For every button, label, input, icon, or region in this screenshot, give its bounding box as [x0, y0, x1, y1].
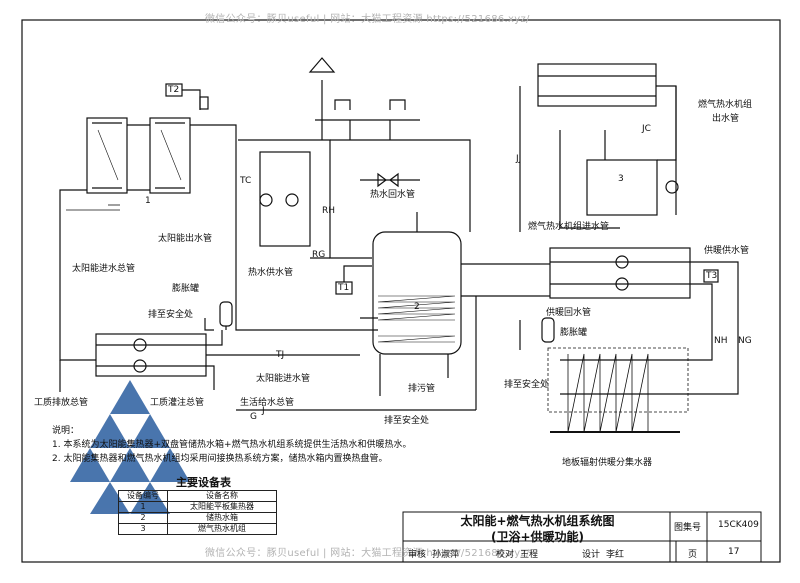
- label-expansion-right: 膨胀罐: [560, 328, 588, 338]
- table-cell: 2: [118, 512, 168, 524]
- label-tj: TJ: [276, 350, 285, 360]
- label-heating-supply: 供暖供水管: [704, 246, 750, 256]
- equipment-table: 设备编号 设备名称 1 太阳能平板集热器 2 储热水箱 3 燃气热水机组: [118, 490, 277, 535]
- label-rh: RH: [322, 206, 336, 216]
- table-cell: 储热水箱: [167, 512, 277, 524]
- label-tank-number: 2: [414, 302, 420, 312]
- label-rg: RG: [312, 250, 326, 260]
- label-jj: JJ: [516, 154, 522, 164]
- table-row: 1 太阳能平板集热器: [118, 501, 277, 513]
- label-t2: T2: [168, 85, 180, 95]
- label-life-water-main: 生活给水总管: [240, 398, 295, 408]
- title-block-title: 太阳能+燃气热水机组系统图 (卫浴+供暖功能): [410, 513, 665, 545]
- hot-water-pump-group: [259, 151, 311, 247]
- table-row: 2 储热水箱: [118, 512, 277, 524]
- label-safety-left: 排至安全处: [148, 310, 194, 320]
- label-fill-main: 工质灌注总管: [150, 398, 205, 408]
- label-t3: T3: [706, 271, 718, 281]
- label-j: J: [262, 406, 265, 416]
- label-heating-return: 供暖回水管: [546, 308, 592, 318]
- solar-collector-a: [86, 117, 128, 194]
- label-tc: TC: [240, 176, 252, 186]
- label-solar-out: 太阳能出水管: [158, 234, 213, 244]
- label-drain-pipe: 排污管: [408, 384, 436, 394]
- label-boiler-inlet: 燃气热水机组进水管: [528, 222, 610, 232]
- label-collector-number: 1: [145, 196, 151, 206]
- label-hot-return: 热水回水管: [370, 190, 416, 200]
- check-name: 王程: [520, 550, 539, 560]
- heating-pump-station: [549, 247, 691, 299]
- expansion-tank-left: [219, 301, 233, 327]
- review-name: 孙淑萍: [432, 550, 460, 560]
- label-boiler-number: 3: [618, 174, 624, 184]
- gas-boiler: [586, 159, 658, 216]
- label-hot-supply: 热水供水管: [248, 268, 294, 278]
- table-cell: 燃气热水机组: [167, 523, 277, 535]
- table-cell: 太阳能平板集热器: [167, 501, 277, 513]
- notes-line-1: 1. 本系统为太阳能集热器+双盘管储热水箱+燃气热水机组系统提供生活热水和供暖热…: [52, 440, 412, 450]
- page-number: 17: [728, 547, 740, 557]
- label-boiler-outlet-1: 燃气热水机组: [698, 100, 753, 110]
- atlas-label: 图集号: [674, 523, 702, 533]
- label-safety-right: 排至安全处: [504, 380, 550, 390]
- table-header-row: 设备编号 设备名称: [118, 490, 277, 502]
- label-drain-main: 工质排放总管: [34, 398, 89, 408]
- title-line-1: 太阳能+燃气热水机组系统图: [460, 514, 615, 528]
- design-label: 设计: [582, 550, 601, 560]
- watermark-bottom: 微信公众号：豚贝useful | 网站：大猫工程资源 https://52168…: [205, 548, 530, 559]
- expansion-tank-right: [541, 317, 555, 343]
- table-cell: 3: [118, 523, 168, 535]
- solar-pump-station: [95, 333, 207, 377]
- notes-line-2: 2. 太阳能集热器和燃气热水机组均采用间接换热系统方案，储热水箱内置换热盘管。: [52, 454, 388, 464]
- label-g: G: [250, 412, 257, 422]
- notes-title: 说明：: [52, 426, 80, 436]
- label-boiler-outlet-2: 出水管: [712, 114, 740, 124]
- label-safety-bottom: 排至安全处: [384, 416, 430, 426]
- equipment-table-title: 主要设备表: [176, 476, 231, 489]
- table-row: 3 燃气热水机组: [118, 523, 277, 535]
- title-line-2: (卫浴+供暖功能): [490, 530, 585, 544]
- label-jc: JC: [642, 124, 651, 134]
- drawing-frame: [21, 19, 781, 563]
- atlas-number: 15CK409: [718, 520, 759, 530]
- table-header-cell: 设备编号: [118, 490, 168, 502]
- table-cell: 1: [118, 501, 168, 513]
- label-expansion-left: 膨胀罐: [172, 284, 200, 294]
- label-nh: NH: [714, 336, 728, 346]
- watermark-top: 微信公众号：豚贝useful | 网站：大猫工程资源 https://52168…: [205, 14, 530, 25]
- floor-heating-manifold: [547, 347, 689, 413]
- label-solar-in-main: 太阳能进水总管: [72, 264, 136, 274]
- boiler-valve-group: [537, 63, 657, 107]
- design-name: 李红: [606, 550, 625, 560]
- check-label: 校对: [496, 550, 515, 560]
- page-label: 页: [688, 550, 698, 560]
- label-solar-in: 太阳能进水管: [256, 374, 311, 384]
- label-floor-heating: 地板辐射供暖分集水器: [562, 458, 653, 468]
- label-ng: NG: [738, 336, 752, 346]
- notes: 说明： 1. 本系统为太阳能集热器+双盘管储热水箱+燃气热水机组系统提供生活热水…: [52, 424, 412, 466]
- table-header-cell: 设备名称: [167, 490, 277, 502]
- review-label: 审核: [408, 550, 427, 560]
- label-t1: T1: [338, 283, 350, 293]
- solar-collector-b: [149, 117, 191, 194]
